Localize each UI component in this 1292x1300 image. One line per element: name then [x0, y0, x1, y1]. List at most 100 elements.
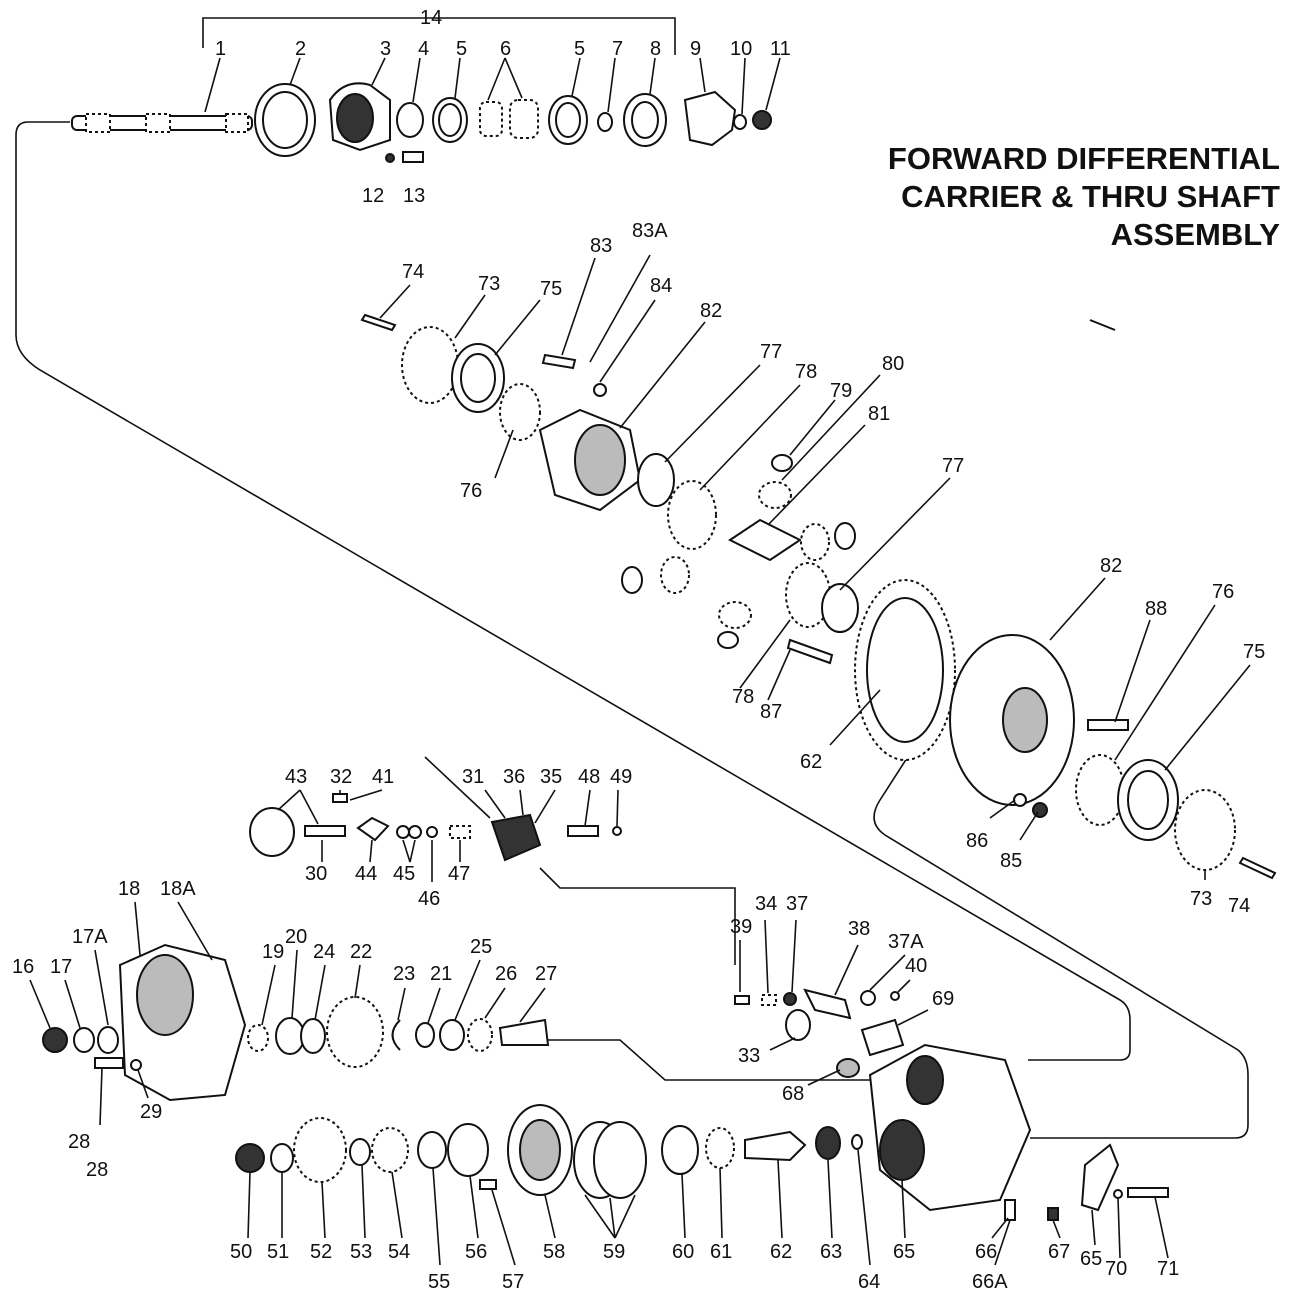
callout-58: 58 [543, 1241, 565, 1263]
pinion-gear-top-part [758, 481, 792, 509]
bearing-cup-left-inner [438, 103, 462, 137]
shift-spring-part [449, 825, 471, 839]
drive-gear-22-part [326, 996, 384, 1068]
bearing-cup-20-part [275, 1017, 305, 1055]
callout-82-upper: 82 [700, 300, 722, 322]
bearing-cone-61-part [705, 1127, 735, 1169]
shaft-spline-1 [85, 113, 111, 133]
bearing-cup-56-part [447, 1123, 489, 1177]
nut-37-part [783, 992, 797, 1006]
gasket-69-part [860, 1018, 905, 1057]
adjusting-ring-lower-part [1174, 789, 1236, 871]
bearing-54-part [371, 1127, 409, 1173]
callout-56: 56 [465, 1241, 487, 1263]
bolt-88-stub [1089, 319, 1116, 331]
callout-7: 7 [612, 38, 623, 60]
pinion-washer-right-part [834, 522, 856, 550]
cover-plate-inner [262, 91, 308, 149]
callout-60: 60 [672, 1241, 694, 1263]
callout-28-lower: 28 [86, 1159, 108, 1181]
adjusting-ring-upper-part [401, 326, 459, 404]
shift-fork-part [490, 813, 542, 862]
bearing-cup-right-inner [555, 102, 581, 138]
drive-pinion-62-part [744, 1130, 807, 1162]
callout-23: 23 [393, 963, 415, 985]
shift-shaft-part [304, 825, 346, 837]
bearing-cone-26-part [467, 1018, 493, 1052]
pinion-washer-part [771, 454, 793, 472]
callout-27: 27 [535, 963, 557, 985]
callout-85: 85 [1000, 850, 1022, 872]
callout-83A: 83A [632, 220, 668, 242]
cotter-pin-upper-part [360, 313, 397, 332]
washer-51-part [270, 1143, 294, 1173]
bolt-28-part [94, 1057, 124, 1069]
callout-18: 18 [118, 878, 140, 900]
callout-73-lower: 73 [1190, 888, 1212, 910]
callout-66: 66 [975, 1241, 997, 1263]
shaft-spline-3 [225, 113, 249, 133]
callout-1: 1 [215, 38, 226, 60]
bottom-leader-lines [247, 1149, 1169, 1266]
callout-86: 86 [966, 830, 988, 852]
callout-6: 6 [500, 38, 511, 60]
plug-33-part [785, 1009, 811, 1041]
callout-13: 13 [403, 185, 425, 207]
bearing-cone-1-part [479, 101, 503, 137]
snap-ring-23-part [391, 1019, 401, 1051]
lock-leader-lines [739, 919, 929, 1086]
callout-69: 69 [932, 988, 954, 1010]
thrust-washer-lower-part [821, 583, 859, 633]
bearing-cone-lower-part [1075, 754, 1125, 826]
callout-76-lower: 76 [1212, 581, 1234, 603]
callout-28-upper: 28 [68, 1131, 90, 1153]
callout-24: 24 [313, 941, 335, 963]
assembly-bracket-14 [202, 17, 676, 55]
callout-17A: 17A [72, 926, 108, 948]
callout-30: 30 [305, 863, 327, 885]
lock-group [734, 988, 905, 1078]
snap-ring-part [396, 102, 424, 138]
callout-2: 2 [295, 38, 306, 60]
callout-80: 80 [882, 353, 904, 375]
shift-small-pin-part [332, 793, 348, 803]
callout-54: 54 [388, 1241, 410, 1263]
shift-ring-part [426, 826, 438, 838]
bolt-83-part [541, 353, 577, 370]
callout-59: 59 [603, 1241, 625, 1263]
shift-pin-part [567, 825, 599, 837]
callout-5-left: 5 [456, 38, 467, 60]
bearing-cone-2-part [509, 99, 539, 139]
callout-20: 20 [285, 926, 307, 948]
callout-78-upper: 78 [795, 361, 817, 383]
callout-75-upper: 75 [540, 278, 562, 300]
callout-68: 68 [782, 1083, 804, 1105]
callout-labels: 14 1 2 3 4 5 6 5 7 8 9 10 11 12 13 74 73… [12, 7, 1265, 1293]
callout-50: 50 [230, 1241, 252, 1263]
callout-87: 87 [760, 701, 782, 723]
washer-part [733, 114, 747, 130]
pinion-gear-right-part [800, 523, 830, 561]
callout-17: 17 [50, 956, 72, 978]
callout-39: 39 [730, 916, 752, 938]
callout-63: 63 [820, 1241, 842, 1263]
bolt-57-part [479, 1179, 497, 1190]
title-line-1: FORWARD DIFFERENTIAL [887, 141, 1280, 176]
o-ring-part [597, 112, 613, 132]
callout-37: 37 [786, 893, 808, 915]
callout-62-lower: 62 [770, 1241, 792, 1263]
washer-84-part [593, 383, 607, 397]
nut-67-part [1047, 1207, 1059, 1221]
top-leader-lines [204, 57, 781, 115]
washer-29-part [130, 1059, 142, 1071]
shift-ball-part [612, 826, 622, 836]
bearing-19-part [247, 1024, 269, 1052]
callout-61: 61 [710, 1241, 732, 1263]
callout-11: 11 [770, 38, 791, 60]
spacer-55-part [417, 1131, 447, 1169]
spring-34-part [761, 994, 777, 1006]
bolt-71-part [1127, 1187, 1169, 1198]
nut-37A-part [860, 990, 876, 1006]
yoke-part [683, 90, 737, 147]
diff-case-half-upper-bore [574, 424, 626, 496]
